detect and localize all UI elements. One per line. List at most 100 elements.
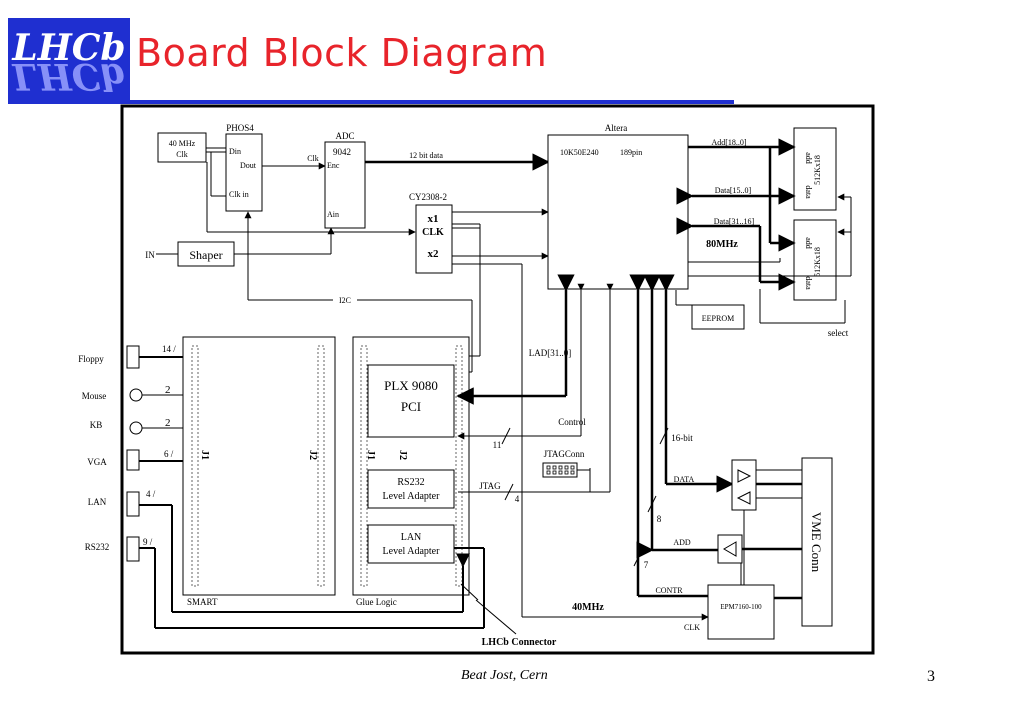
svg-text:x2: x2 [428,248,440,260]
svg-text:14 /: 14 / [162,344,176,354]
svg-text:EPM7160-100: EPM7160-100 [720,603,762,611]
page-title: Board Block Diagram [136,31,548,75]
svg-text:LAN: LAN [88,497,107,507]
altera-fpga: Altera 10K50E240 189pin [547,123,689,290]
board-outline [120,104,875,655]
svg-text:Ain: Ain [327,210,339,219]
svg-text:Data[15..0]: Data[15..0] [715,186,752,195]
port-mouse: Mouse 2 [82,384,183,402]
svg-text:Floppy: Floppy [78,354,104,364]
svg-text:Mouse: Mouse [82,391,107,401]
svg-text:4: 4 [515,494,520,504]
svg-text:Level Adapter: Level Adapter [383,546,441,557]
jtag-connector: JTAGConn [542,449,590,478]
vme-connector: VME Conn [801,457,833,627]
svg-text:JTAGConn: JTAGConn [544,449,585,459]
svg-text:I2C: I2C [339,296,351,305]
svg-text:LHCb: LHCb [11,27,125,69]
svg-text:Shaper: Shaper [189,248,222,262]
svg-text:LHCb: LHCb [11,55,125,97]
svg-text:LAD[31..0]: LAD[31..0] [529,348,572,358]
lhcb-logo: LHCb LHCb [8,18,130,104]
svg-text:LHCb Connector: LHCb Connector [482,637,557,648]
title-underline [128,100,734,104]
footer-author: Beat Jost, Cern [461,668,548,683]
svg-text:Glue Logic: Glue Logic [356,597,397,607]
svg-text:4 /: 4 / [146,489,156,499]
svg-text:189pin: 189pin [620,148,642,157]
svg-text:EEPROM: EEPROM [702,314,734,323]
svg-text:RS232: RS232 [85,542,110,552]
svg-text:CLK: CLK [684,623,700,632]
svg-text:data: data [804,185,813,199]
svg-text:CLK: CLK [422,227,444,238]
svg-text:CONTR: CONTR [655,586,683,595]
sram-upper: add data 512Kx18 [793,127,837,211]
svg-text:16-bit: 16-bit [671,433,693,443]
phos4-block: PHOS4 Din Dout Clk in [225,123,263,212]
svg-text:VME Conn: VME Conn [809,512,824,573]
clock-oscillator: 40 MHz Clk [157,132,207,163]
svg-text:80MHz: 80MHz [706,239,738,250]
svg-text:10K50E240: 10K50E240 [560,148,599,157]
svg-text:Level Adapter: Level Adapter [383,491,441,502]
svg-text:40MHz: 40MHz [572,602,604,613]
svg-text:Din: Din [229,147,241,156]
svg-text:40 MHz: 40 MHz [169,139,196,148]
svg-text:8: 8 [657,514,662,524]
svg-text:J1: J1 [365,450,376,460]
port-keyboard: KB 2 [90,417,183,435]
svg-text:Control: Control [558,417,586,427]
svg-text:PLX 9080: PLX 9080 [384,378,438,393]
svg-text:x1: x1 [428,213,439,225]
svg-text:CY2308-2: CY2308-2 [409,192,447,202]
glue-logic-module: J1 J2 Glue Logic PLX 9080 PCI RS232 Leve… [352,336,470,607]
svg-text:JTAG: JTAG [479,481,501,491]
page-number: 3 [927,668,935,685]
svg-text:Data[31..16]: Data[31..16] [714,217,755,226]
svg-text:Add[18..0]: Add[18..0] [711,138,746,147]
eeprom-block: EEPROM [675,290,745,330]
svg-text:9 /: 9 / [143,537,153,547]
cy2308-clock-buffer: CY2308-2 x1 CLK x2 [409,192,453,274]
epm7160-block: EPM7160-100 [707,510,802,640]
svg-text:512Kx18: 512Kx18 [813,247,822,277]
svg-text:KB: KB [90,420,103,430]
svg-text:add: add [804,237,813,249]
svg-text:512Kx18: 512Kx18 [813,155,822,185]
svg-text:J2: J2 [307,450,318,460]
svg-text:Dout: Dout [240,161,257,170]
svg-text:ADC: ADC [335,131,354,141]
smart-module: J1 J2 SMART [182,336,336,607]
svg-text:Altera: Altera [605,123,628,133]
port-lan: LAN 4 / [88,489,172,517]
svg-text:9042: 9042 [333,147,351,157]
svg-text:select: select [828,328,849,338]
port-floppy: Floppy 14 / [78,344,183,369]
svg-text:J1: J1 [199,450,210,460]
svg-text:Clk: Clk [307,154,319,163]
sram-lower: add data 512Kx18 [793,219,837,301]
svg-text:LAN: LAN [401,532,422,543]
svg-text:2: 2 [165,417,171,429]
svg-text:PCI: PCI [401,399,421,414]
svg-text:VGA: VGA [87,457,107,467]
svg-text:SMART: SMART [187,597,218,607]
svg-text:Enc: Enc [327,161,340,170]
svg-text:7: 7 [644,560,649,570]
svg-text:6 /: 6 / [164,449,174,459]
svg-text:PHOS4: PHOS4 [226,123,254,133]
svg-text:ADD: ADD [673,538,691,547]
svg-text:DATA: DATA [674,475,695,484]
svg-text:IN: IN [145,250,155,260]
vme-transceivers [717,459,802,564]
svg-text:J2: J2 [397,450,408,460]
svg-text:add: add [804,152,813,164]
svg-text:12 bit data: 12 bit data [409,151,443,160]
adc-block: ADC 9042 Enc Ain Clk [307,131,366,229]
port-rs232: RS232 9 / [85,536,155,562]
svg-text:RS232: RS232 [397,477,424,488]
shaper-block: IN Shaper [145,227,335,267]
svg-text:2: 2 [165,384,171,396]
